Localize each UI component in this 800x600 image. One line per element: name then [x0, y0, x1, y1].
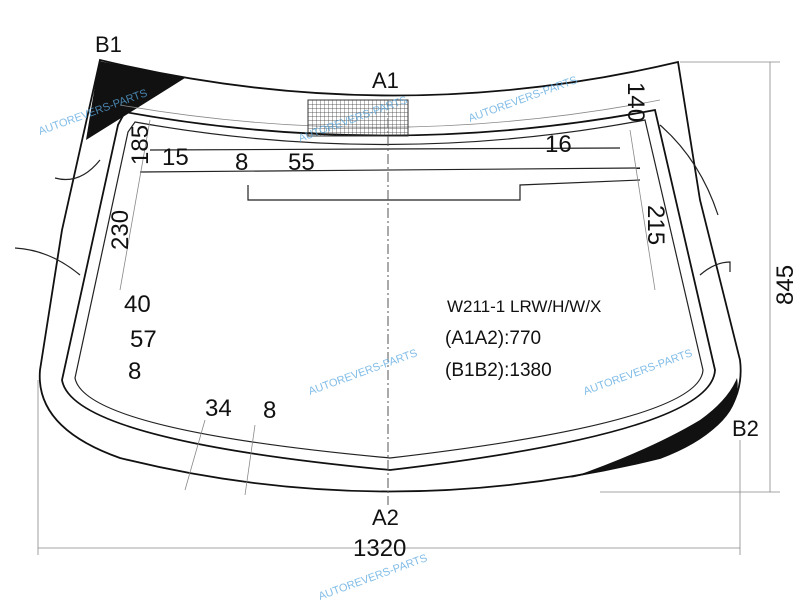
label-a2: A2	[372, 505, 399, 530]
dim-55: 55	[288, 149, 315, 176]
inner-frame-2	[74, 119, 704, 459]
dim-height: 845	[772, 265, 799, 305]
dimension-line	[629, 129, 656, 291]
wire	[54, 159, 101, 181]
model-code: W211-1 LRW/H/W/X	[447, 297, 601, 316]
dim-8-left: 8	[128, 358, 141, 385]
leader-line	[244, 424, 256, 496]
label-b2: B2	[732, 416, 759, 441]
dim-57: 57	[130, 326, 157, 353]
label-b1: B1	[95, 32, 122, 57]
leader-line	[184, 419, 206, 491]
watermark: AUTOREVERS-PARTS	[307, 347, 419, 398]
glass-outline	[38, 58, 742, 493]
band-line	[247, 179, 641, 201]
band-line	[149, 147, 621, 151]
dimension-line	[119, 119, 151, 291]
dim-8-bottom: 8	[263, 397, 276, 424]
dim-140: 140	[622, 82, 649, 122]
sensor-mesh	[307, 99, 409, 137]
band-line	[139, 167, 641, 173]
dim-16: 16	[545, 131, 572, 158]
dim-230: 230	[107, 210, 134, 250]
dim-40: 40	[124, 291, 151, 318]
wire	[659, 124, 719, 216]
dim-34: 34	[205, 395, 232, 422]
dim-215: 215	[642, 205, 669, 245]
watermark: AUTOREVERS-PARTS	[582, 347, 694, 398]
dim-185: 185	[127, 125, 154, 165]
black-print-b1	[86, 61, 185, 140]
wire	[14, 247, 81, 276]
watermark: AUTOREVERS-PARTS	[467, 74, 579, 125]
wire	[699, 261, 731, 276]
dim-width: 1320	[353, 535, 406, 562]
b1b2-dimension: (B1B2):1380	[445, 360, 552, 381]
a1a2-dimension: (A1A2):770	[445, 328, 541, 349]
dim-15: 15	[162, 144, 189, 171]
dim-8-top: 8	[235, 149, 248, 176]
label-a1: A1	[372, 68, 399, 93]
black-print-b2	[570, 378, 738, 478]
